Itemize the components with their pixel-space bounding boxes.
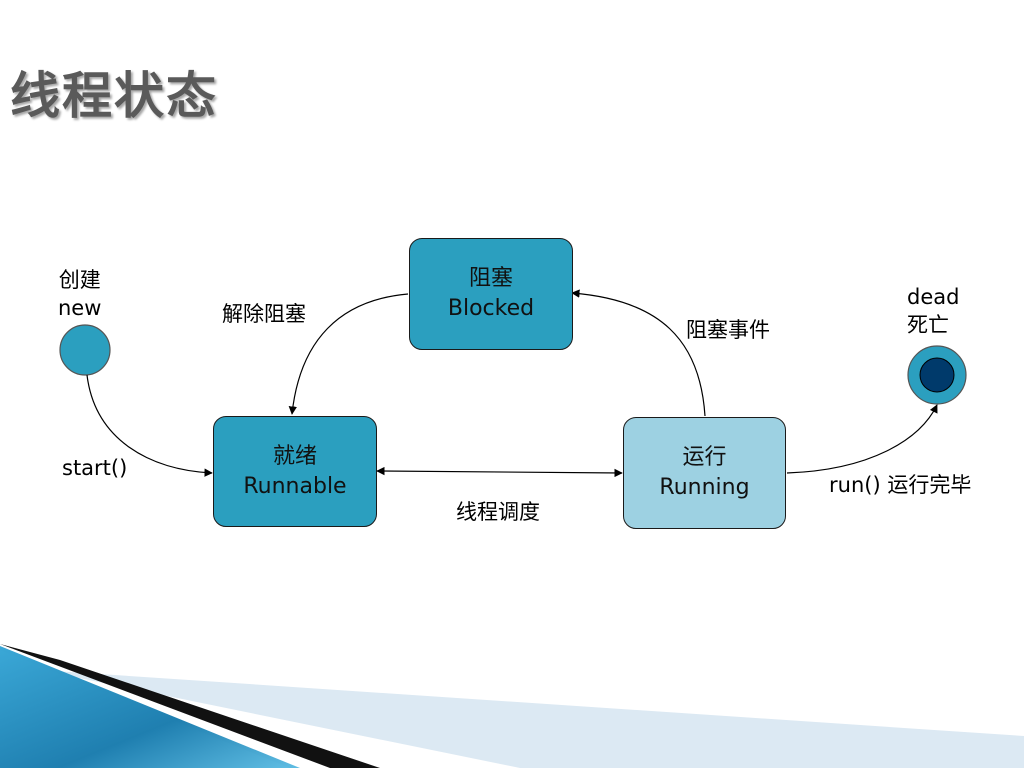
end-node-inner xyxy=(919,357,955,393)
state-running-cn: 运行 xyxy=(682,445,727,470)
arrow-running-to-dead xyxy=(786,404,938,474)
footer-black-stripe xyxy=(0,644,380,768)
end-node-label: dead 死亡 xyxy=(907,283,959,339)
start-node-label-cn: 创建 xyxy=(58,268,101,292)
arrow-running-to-blocked xyxy=(571,289,706,417)
transition-schedule-label: 线程调度 xyxy=(456,500,540,524)
transition-block-event-label: 阻塞事件 xyxy=(686,318,770,342)
footer-blue-overlay xyxy=(0,650,290,768)
state-runnable-en: Runnable xyxy=(243,473,347,499)
state-diagram-connectors xyxy=(59,289,967,478)
state-blocked-cn: 阻塞 xyxy=(468,266,513,291)
transition-unblock-label: 解除阻塞 xyxy=(222,302,306,326)
state-running: 运行 Running xyxy=(623,417,786,529)
transition-run-done-label: run() 运行完毕 xyxy=(829,473,972,497)
state-runnable-cn: 就绪 xyxy=(272,443,317,469)
footer-decoration xyxy=(0,644,1024,768)
state-runnable: 就绪 Runnable xyxy=(213,416,377,527)
transition-start-label: start() xyxy=(62,456,128,480)
end-node-label-cn: 死亡 xyxy=(907,313,949,337)
start-node xyxy=(59,324,111,376)
start-node-label-en: new xyxy=(58,296,102,320)
end-node-label-en: dead xyxy=(907,285,960,309)
footer-light-band xyxy=(40,670,1024,768)
state-blocked-en: Blocked xyxy=(447,296,535,321)
page-title: 线程状态 xyxy=(10,67,218,125)
state-running-en: Running xyxy=(659,475,750,500)
arrow-start-to-runnable xyxy=(86,374,213,477)
state-blocked: 阻塞 Blocked xyxy=(409,238,573,350)
start-node-label: 创建 new xyxy=(58,266,101,322)
arrow-blocked-to-runnable xyxy=(288,293,409,415)
arrow-runnable-running xyxy=(376,466,623,478)
